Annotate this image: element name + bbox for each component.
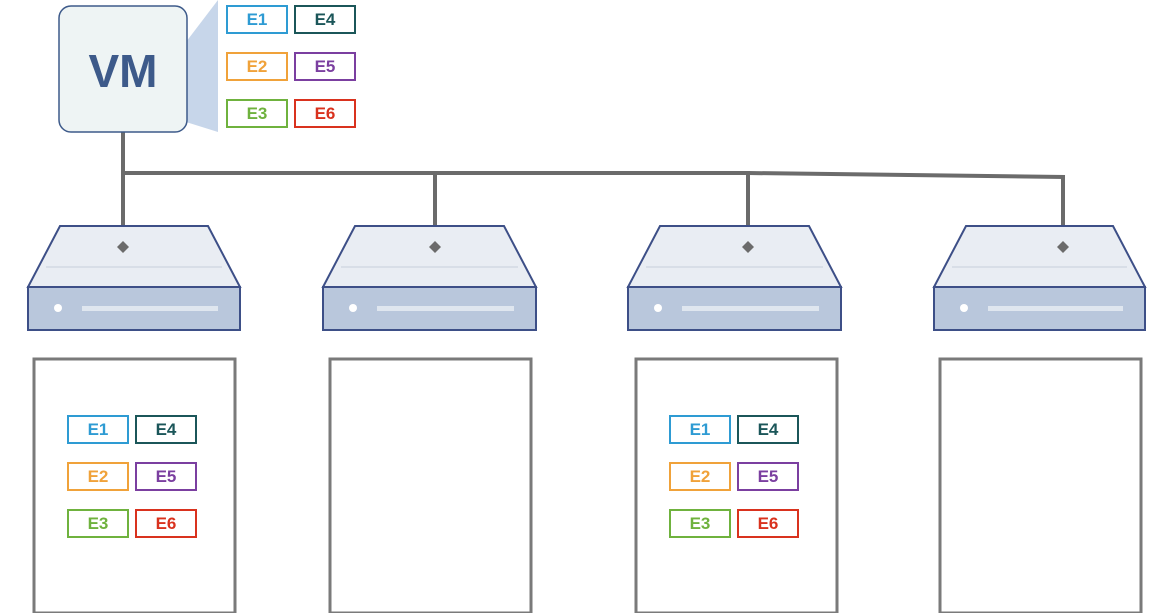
entry-label: E2 xyxy=(88,467,109,486)
entry-label: E5 xyxy=(315,57,336,76)
network-lines xyxy=(121,130,1066,247)
entry-label: E5 xyxy=(156,467,177,486)
server-slot xyxy=(988,306,1123,311)
entry-e3: E3 xyxy=(67,509,129,538)
entry-box xyxy=(67,462,129,491)
entry-e6: E6 xyxy=(294,99,356,128)
entry-box xyxy=(294,52,356,81)
entry-e2: E2 xyxy=(226,52,288,81)
entry-e3: E3 xyxy=(669,509,731,538)
vm-node[interactable]: VM xyxy=(58,5,188,133)
server-led xyxy=(349,304,357,312)
entry-box xyxy=(294,5,356,34)
connector-diamond xyxy=(429,241,441,253)
server-icon[interactable] xyxy=(321,225,538,331)
entry-label: E6 xyxy=(156,514,177,533)
entry-box xyxy=(294,99,356,128)
server-slot xyxy=(82,306,218,311)
entry-e3: E3 xyxy=(226,99,288,128)
entry-label: E3 xyxy=(247,104,268,123)
server-top xyxy=(26,225,242,288)
entry-label: E5 xyxy=(758,467,779,486)
host-frame xyxy=(328,357,533,613)
entry-label: E3 xyxy=(88,514,109,533)
entry-box xyxy=(669,462,731,491)
entry-box xyxy=(135,415,197,444)
entry-label: E6 xyxy=(758,514,779,533)
server-led xyxy=(960,304,968,312)
host-frame xyxy=(634,357,839,613)
entry-e1: E1 xyxy=(67,415,129,444)
server-slot xyxy=(377,306,514,311)
entry-box xyxy=(67,509,129,538)
entry-label: E4 xyxy=(315,10,336,29)
connector-diamond xyxy=(742,241,754,253)
vm-box xyxy=(58,5,188,133)
entry-box xyxy=(737,509,799,538)
entry-box xyxy=(135,509,197,538)
host-box-2[interactable] xyxy=(328,357,533,613)
server-slot xyxy=(682,306,819,311)
entry-e2: E2 xyxy=(67,462,129,491)
entry-label: E1 xyxy=(88,420,109,439)
host-box-4[interactable] xyxy=(938,357,1143,613)
entry-e4: E4 xyxy=(737,415,799,444)
entry-label: E4 xyxy=(758,420,779,439)
server-icon[interactable] xyxy=(626,225,843,331)
server-top xyxy=(932,225,1147,288)
entry-box xyxy=(669,509,731,538)
entry-e6: E6 xyxy=(135,509,197,538)
entry-box xyxy=(226,5,288,34)
entry-e5: E5 xyxy=(737,462,799,491)
entry-e5: E5 xyxy=(294,52,356,81)
entry-label: E3 xyxy=(690,514,711,533)
entry-box xyxy=(135,462,197,491)
entry-label: E1 xyxy=(247,10,268,29)
connector-diamond xyxy=(1057,241,1069,253)
server-icon[interactable] xyxy=(932,225,1147,331)
entry-e6: E6 xyxy=(737,509,799,538)
entry-label: E2 xyxy=(247,57,268,76)
entry-e2: E2 xyxy=(669,462,731,491)
server-top xyxy=(321,225,538,288)
entry-label: E2 xyxy=(690,467,711,486)
entry-box xyxy=(737,415,799,444)
entry-e4: E4 xyxy=(294,5,356,34)
server-icon[interactable] xyxy=(26,225,242,331)
server-led xyxy=(654,304,662,312)
host-frame xyxy=(32,357,237,613)
entry-box xyxy=(226,99,288,128)
vm-label: VM xyxy=(89,45,158,97)
connector-diamond xyxy=(117,241,129,253)
entry-e5: E5 xyxy=(135,462,197,491)
host-frame xyxy=(938,357,1143,613)
server-row xyxy=(26,225,1147,331)
entry-box xyxy=(226,52,288,81)
entry-box xyxy=(67,415,129,444)
entry-box xyxy=(737,462,799,491)
entry-e4: E4 xyxy=(135,415,197,444)
network-bus-line xyxy=(121,171,1066,180)
entry-box xyxy=(669,415,731,444)
entry-e1: E1 xyxy=(226,5,288,34)
entry-label: E4 xyxy=(156,420,177,439)
server-led xyxy=(54,304,62,312)
entry-e1: E1 xyxy=(669,415,731,444)
server-top xyxy=(626,225,843,288)
entry-label: E1 xyxy=(690,420,711,439)
vm-callout xyxy=(186,0,218,132)
entry-label: E6 xyxy=(315,104,336,123)
